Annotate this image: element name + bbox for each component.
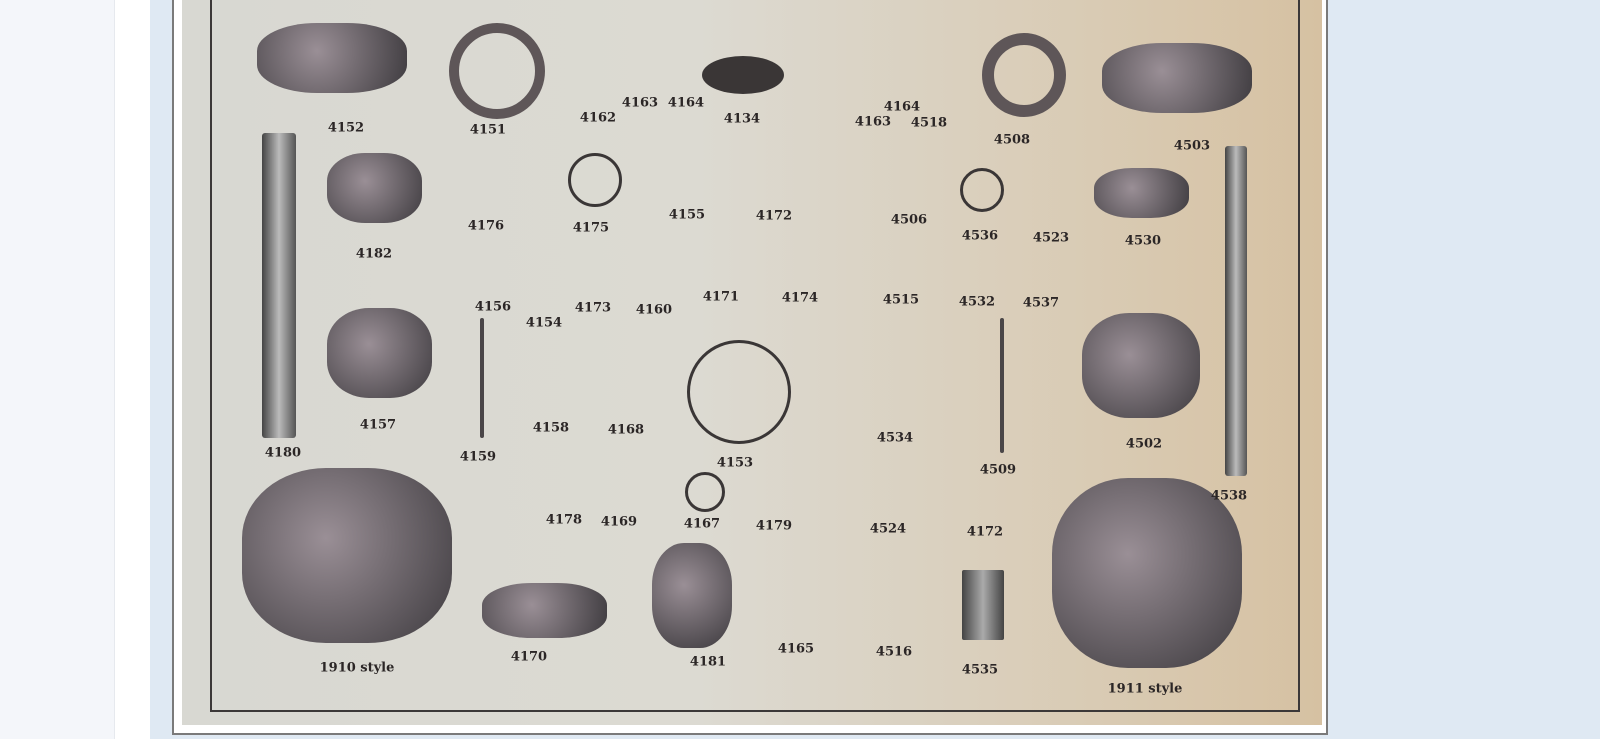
part-number-label: 4508 — [993, 132, 1031, 148]
part-4170 — [482, 583, 607, 638]
part-number-label: 4164 — [883, 99, 921, 115]
part-4181 — [652, 543, 732, 648]
part-number-label: 4180 — [264, 445, 302, 461]
part-4530 — [1094, 168, 1189, 218]
part-4535 — [962, 570, 1004, 640]
part-number-label: 4155 — [668, 207, 706, 223]
ring-4153 — [687, 340, 791, 444]
part-number-label: 4176 — [467, 218, 505, 234]
ring-4167 — [685, 472, 725, 512]
part-number-label: 4509 — [979, 462, 1017, 478]
part-number-label: 4151 — [469, 122, 507, 138]
part-number-label: 4163 — [854, 114, 892, 130]
part-number-label: 1910 style — [319, 660, 395, 676]
part-number-label: 4134 — [723, 111, 761, 127]
needle-4509 — [1000, 318, 1004, 453]
part-number-label: 4182 — [355, 246, 393, 262]
gasket-4134 — [702, 56, 784, 94]
carburetor-1911 — [1052, 478, 1242, 668]
part-number-label: 4172 — [755, 208, 793, 224]
part-number-label: 4160 — [635, 302, 673, 318]
left-sidebar — [0, 0, 115, 739]
part-number-label: 4167 — [683, 516, 721, 532]
part-number-label: 4506 — [890, 212, 928, 228]
part-4502 — [1082, 313, 1200, 418]
page-border — [210, 0, 1300, 712]
part-number-label: 4538 — [1210, 488, 1248, 504]
tube-4538 — [1225, 146, 1247, 476]
ring-4508 — [982, 33, 1066, 117]
part-number-label: 4178 — [545, 512, 583, 528]
part-number-label: 4164 — [667, 95, 705, 111]
carburetor-1910 — [242, 468, 452, 643]
part-number-label: 4532 — [958, 294, 996, 310]
ring-4536 — [960, 168, 1004, 212]
part-number-label: 4534 — [876, 430, 914, 446]
part-number-label: 4503 — [1173, 138, 1211, 154]
part-number-label: 4536 — [961, 228, 999, 244]
part-number-label: 4530 — [1124, 233, 1162, 249]
part-number-label: 4516 — [875, 644, 913, 660]
part-number-label: 4159 — [459, 449, 497, 465]
part-number-label: 4153 — [716, 455, 754, 471]
part-number-label: 4157 — [359, 417, 397, 433]
part-number-label: 4173 — [574, 300, 612, 316]
part-number-label: 4523 — [1032, 230, 1070, 246]
needle-4159 — [480, 318, 484, 438]
part-number-label: 4158 — [532, 420, 570, 436]
part-number-label: 4515 — [882, 292, 920, 308]
part-4182 — [327, 153, 422, 223]
part-number-label: 4175 — [572, 220, 610, 236]
part-number-label: 4169 — [600, 514, 638, 530]
part-number-label: 4152 — [327, 120, 365, 136]
part-number-label: 4502 — [1125, 436, 1163, 452]
ring-4175 — [568, 153, 622, 207]
part-number-label: 4162 — [579, 110, 617, 126]
part-number-label: 4154 — [525, 315, 563, 331]
part-number-label: 4181 — [689, 654, 727, 670]
tube-4180 — [262, 133, 296, 438]
part-number-label: 4168 — [607, 422, 645, 438]
part-number-label: 4174 — [781, 290, 819, 306]
part-number-label: 4172 — [966, 524, 1004, 540]
part-number-label: 4179 — [755, 518, 793, 534]
part-number-label: 4535 — [961, 662, 999, 678]
ring-4151 — [449, 23, 545, 119]
part-number-label: 4156 — [474, 299, 512, 315]
part-number-label: 4163 — [621, 95, 659, 111]
part-4503 — [1102, 43, 1252, 113]
part-4157 — [327, 308, 432, 398]
part-number-label: 4524 — [869, 521, 907, 537]
part-number-label: 4165 — [777, 641, 815, 657]
part-number-label: 4170 — [510, 649, 548, 665]
part-4152 — [257, 23, 407, 93]
content-gutter — [115, 0, 150, 739]
part-number-label: 4518 — [910, 115, 948, 131]
part-number-label: 4537 — [1022, 295, 1060, 311]
part-number-label: 4171 — [702, 289, 740, 305]
part-number-label: 1911 style — [1107, 681, 1183, 697]
